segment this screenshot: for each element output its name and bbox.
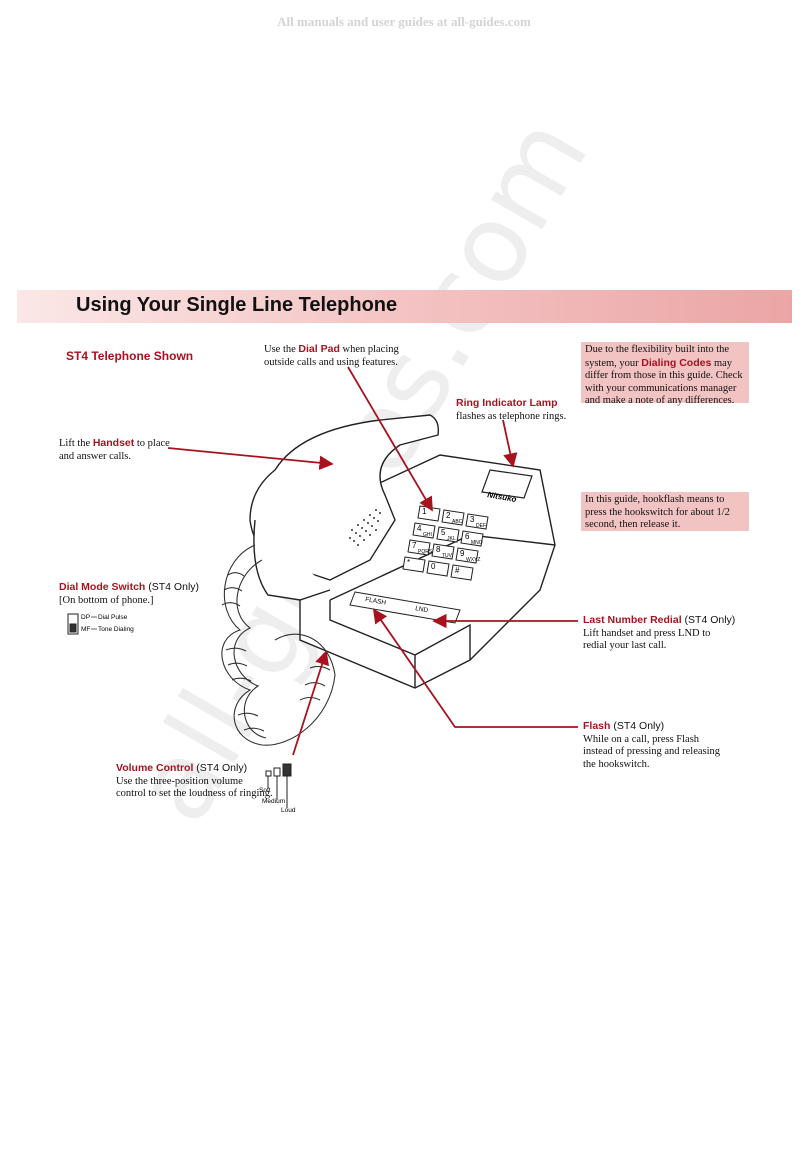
flash-line2: While on a call, press Flash	[583, 733, 700, 745]
volume-line3: control to set the loudness of ringing.	[116, 788, 273, 799]
dial-key-digit: 7	[412, 541, 417, 550]
volume-medium: Medium	[262, 798, 285, 805]
dp-label: DP	[81, 614, 90, 621]
dial-key-letters: TUV	[442, 553, 453, 559]
note-hookflash: In this guide, hookflash means to press …	[581, 492, 749, 531]
dial-key-digit: 1	[422, 507, 427, 516]
volume-arrow	[292, 650, 330, 756]
dial-key-digit: 3	[470, 515, 475, 524]
callout-handset: Lift the Handset to place and answer cal…	[59, 437, 170, 463]
note-dialing-codes: Due to the flexibility built into the sy…	[581, 342, 749, 406]
dial-key-digit: #	[455, 566, 460, 575]
dial-pad-text-pre: Use the	[264, 344, 299, 355]
flash-line3: instead of pressing and releasing	[583, 746, 721, 757]
ring-lamp-line2: flashes as telephone rings.	[456, 410, 567, 422]
handset-label: Handset	[92, 437, 135, 449]
lnd-key-label: LND	[415, 605, 429, 614]
volume-soft: Soft	[259, 787, 271, 794]
subtitle: ST4 Telephone Shown	[66, 349, 194, 363]
callout-flash: Flash (ST4 Only) While on a call, press …	[583, 720, 720, 771]
dial-key-letters: ABC	[452, 519, 463, 525]
flash-suffix: (ST4 Only)	[610, 720, 665, 732]
dialing-codes-label: Dialing Codes	[641, 356, 712, 369]
header-note: All manuals and user guides at all-guide…	[277, 14, 531, 29]
dial-key-letters: WXYZ	[466, 557, 480, 563]
dial-mode-suffix: (ST4 Only)	[145, 581, 200, 593]
callout-dial-mode: Dial Mode Switch (ST4 Only) [On bottom o…	[59, 581, 199, 607]
handset-line2: and answer calls.	[59, 450, 132, 462]
dial-pad-text-post: when placing	[339, 344, 399, 355]
ring-indicator-lamp	[481, 469, 533, 499]
dial-key-letters: JKL	[447, 536, 456, 542]
callout-arrows	[167, 366, 578, 756]
dial-key-letters: MNO	[471, 540, 483, 546]
ring-lamp-arrow	[502, 419, 518, 468]
mf-desc: Tone Dialing	[98, 626, 134, 633]
lnd-line2: Lift handset and press LND to	[583, 627, 711, 639]
dial-mode-line2: [On bottom of phone.]	[59, 594, 154, 606]
page-title: Using Your Single Line Telephone	[76, 294, 398, 316]
dial-key-letters: DEF	[476, 523, 486, 529]
volume-line2: Use the three-position volume	[116, 775, 243, 787]
lnd-label: Last Number Redial	[583, 614, 682, 626]
volume-suffix: (ST4 Only)	[193, 762, 248, 774]
flash-label: Flash	[583, 720, 611, 732]
handset-arrow	[167, 447, 334, 470]
dial-pad-line2: outside calls and using features.	[264, 356, 398, 368]
handset	[249, 414, 440, 601]
dial-key-digit: 9	[460, 549, 465, 558]
callout-ring-lamp: Ring Indicator Lamp flashes as telephone…	[456, 397, 566, 423]
dial-key-hash[interactable]: #	[450, 564, 474, 581]
flash-arrow	[372, 608, 578, 728]
lnd-suffix: (ST4 Only)	[681, 614, 736, 626]
callout-lnd: Last Number Redial (ST4 Only) Lift hands…	[583, 614, 735, 653]
dial-key-0[interactable]: 0	[426, 560, 450, 577]
mf-label: MF	[81, 626, 90, 633]
dial-mode-switch	[67, 613, 79, 635]
coiled-cord	[221, 544, 336, 746]
dial-key-1[interactable]: 1	[417, 505, 441, 522]
volume-control-diagram	[265, 763, 292, 808]
title-banner	[17, 290, 792, 323]
dial-key-digit: 5	[441, 528, 446, 537]
dial-mode-label: Dial Mode Switch	[59, 581, 146, 593]
ring-lamp-label: Ring Indicator Lamp	[456, 397, 558, 409]
handset-text-post: to place	[134, 438, 170, 449]
lnd-line3: redial your last call.	[583, 640, 667, 651]
callout-dial-pad: Use the Dial Pad when placing outside ca…	[264, 343, 399, 369]
dial-key-letters: GHI	[423, 532, 432, 538]
dial-pad-arrow	[347, 366, 433, 512]
flash-key-label: FLASH	[365, 596, 387, 607]
dial-key-digit: *	[407, 558, 410, 567]
dp-desc: Dial Pulse	[98, 614, 128, 621]
dial-key-digit: 4	[417, 524, 422, 533]
handset-text-pre: Lift the	[59, 438, 93, 449]
dial-key-digit: 2	[446, 511, 451, 520]
dial-key-digit: 6	[465, 532, 470, 541]
dial-key-star[interactable]: *	[402, 556, 426, 573]
volume-label: Volume Control	[116, 762, 194, 774]
callout-volume: Volume Control (ST4 Only) Use the three-…	[116, 762, 273, 801]
dial-key-letters: PQRS	[418, 549, 433, 555]
dial-key-digit: 8	[436, 545, 441, 554]
volume-loud: Loud	[281, 807, 296, 814]
dial-key-digit: 0	[431, 562, 436, 571]
dial-pad-label: Dial Pad	[298, 343, 340, 355]
dialing-codes-text-post: may differ from those in this guide. Che…	[585, 357, 743, 407]
dialing-codes-text-pre: Due to the flexibility built into the sy…	[585, 344, 730, 369]
flash-line4: the hookswitch.	[583, 758, 650, 770]
speaker-grille	[349, 509, 381, 546]
